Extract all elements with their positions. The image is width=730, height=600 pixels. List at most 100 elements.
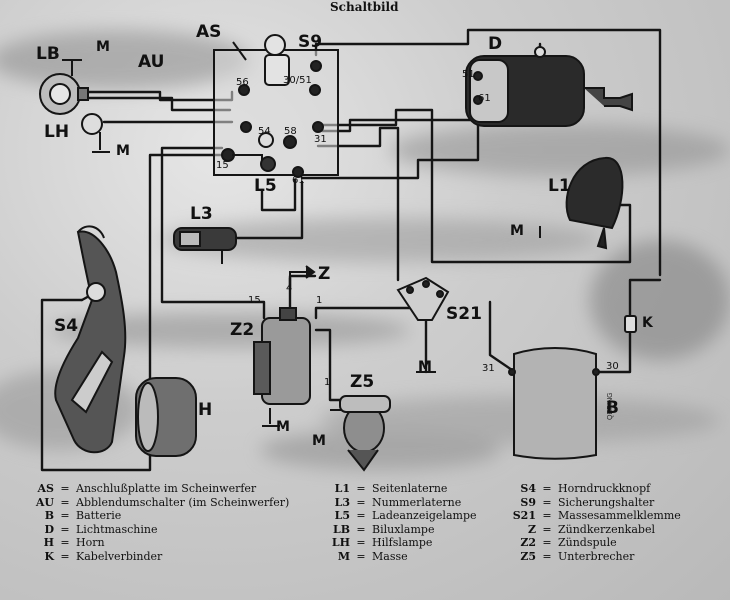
terminal-1-z2: 1 xyxy=(316,295,323,306)
legend-text: Sicherungshalter xyxy=(558,495,655,509)
side-lamp-l1 xyxy=(539,156,624,250)
label-as: AS xyxy=(196,22,222,42)
terminal-1-z5: 1 xyxy=(324,377,331,388)
legend-code: B xyxy=(44,509,54,523)
legend-column-1: AS=Anschlußplatte im Scheinwerfer AU=Abb… xyxy=(28,482,289,563)
legend-text: Horndruckknopf xyxy=(558,482,651,496)
terminal-56: 56 xyxy=(236,77,249,88)
legend-item: S9=Sicherungshalter xyxy=(506,496,681,510)
auxiliary-lamp-lh xyxy=(81,113,110,153)
legend-code: S9 xyxy=(520,495,536,509)
label-l3: L3 xyxy=(190,204,213,224)
terminal-31-as: 31 xyxy=(314,134,327,145)
diagram-title: Schaltbild xyxy=(330,0,399,14)
legend-text: Horn xyxy=(76,536,105,550)
legend-item: K=Kabelverbinder xyxy=(28,550,289,564)
legend-item: LB=Biluxlampe xyxy=(324,523,477,537)
legend-text: Anschlußplatte im Scheinwerfer xyxy=(76,482,257,496)
legend-item: S21=Massesammelklemme xyxy=(506,509,681,523)
legend-code: M xyxy=(337,549,350,563)
legend-code: AS xyxy=(37,482,54,496)
legend-item: L5=Ladeanzeigelampe xyxy=(324,509,477,523)
label-l1-mass: M xyxy=(510,223,524,239)
wire-z2-to-z5 xyxy=(314,328,344,402)
legend-text: Unterbrecher xyxy=(558,549,635,563)
legend-text: Seitenlaterne xyxy=(372,482,448,496)
legend-code: AU xyxy=(35,495,54,509)
terminal-61-as: 61 xyxy=(292,175,305,186)
legend-text: Kabelverbinder xyxy=(76,549,163,563)
label-lh-mass: M xyxy=(116,143,130,159)
legend-item: L3=Nummerlaterne xyxy=(324,496,477,510)
label-lb-mass: M xyxy=(96,39,110,55)
terminal-31-battery: 31 xyxy=(482,363,495,374)
horn-h xyxy=(135,377,197,457)
number-lamp-l3 xyxy=(173,227,237,264)
wire-as58-to-l1 xyxy=(316,108,632,264)
label-l5: L5 xyxy=(254,176,277,196)
wire-k-to-generator xyxy=(628,278,662,320)
legend-code: S21 xyxy=(512,509,536,523)
label-l1: L1 xyxy=(548,176,571,196)
terminal-30-battery: 30 xyxy=(606,361,619,372)
legend-text: Batterie xyxy=(76,509,122,523)
label-s21: S21 xyxy=(446,304,482,324)
wire-as31-to-s21 xyxy=(316,126,400,282)
fuse-holder-s9 xyxy=(264,34,322,86)
label-h: H xyxy=(198,400,213,420)
legend-item: Z2=Zündspule xyxy=(506,536,681,550)
label-lb: LB xyxy=(36,44,60,64)
terminal-61-d: 61 xyxy=(478,93,491,104)
label-z2-mass: M xyxy=(276,419,290,435)
legend-item: AS=Anschlußplatte im Scheinwerfer xyxy=(28,482,289,496)
legend-text: Lichtmaschine xyxy=(76,522,158,536)
wire-l3 xyxy=(234,180,304,240)
label-s9: S9 xyxy=(298,32,323,52)
legend-item: L1=Seitenlaterne xyxy=(324,482,477,496)
wire-s9-to-d xyxy=(314,28,662,277)
label-d: D xyxy=(488,34,503,54)
ground-collector-s21 xyxy=(396,276,450,373)
cable-connector-k xyxy=(624,315,637,333)
legend-code: H xyxy=(43,536,54,550)
terminal-15-as: 15 xyxy=(216,160,229,171)
legend-code: D xyxy=(44,522,54,536)
legend: AS=Anschlußplatte im Scheinwerfer AU=Abb… xyxy=(28,482,718,594)
legend-item: B=Batterie xyxy=(28,509,289,523)
legend-code: LB xyxy=(332,522,350,536)
legend-column-2: L1=Seitenlaterne L3=Nummerlaterne L5=Lad… xyxy=(324,482,477,563)
maker-mark-text: QERING xyxy=(607,392,614,420)
wires xyxy=(40,28,662,472)
label-z5-mass: M xyxy=(312,433,326,449)
legend-text: Zündspule xyxy=(558,536,617,550)
legend-item: Z=Zündkerzenkabel xyxy=(506,523,681,537)
wire-as15-to-z2 xyxy=(160,146,266,320)
label-b: B xyxy=(606,398,619,418)
label-k: K xyxy=(642,315,653,331)
horn-button-s4 xyxy=(54,225,127,454)
wire-z-lead xyxy=(288,274,317,290)
generator-d xyxy=(465,46,633,127)
legend-code: L1 xyxy=(334,482,350,496)
terminal-30-51: 30/51 xyxy=(283,75,312,86)
terminal-54: 54 xyxy=(258,126,271,137)
legend-item: LH=Hilfslampe xyxy=(324,536,477,550)
legend-code: L3 xyxy=(334,495,350,509)
wire-l5-down xyxy=(260,178,297,212)
terminal-4-z2: 4 xyxy=(286,283,293,294)
terminal-58: 58 xyxy=(284,126,297,137)
legend-item: Z5=Unterbrecher xyxy=(506,550,681,564)
legend-text: Masse xyxy=(372,549,408,563)
breaker-z5 xyxy=(330,395,391,472)
label-au: AU xyxy=(138,52,165,72)
connection-plate-as xyxy=(213,41,339,178)
terminal-15-z2: 15 xyxy=(248,295,261,306)
label-s21-mass: M xyxy=(418,359,432,375)
legend-item: H=Horn xyxy=(28,536,289,550)
legend-code: LH xyxy=(331,536,350,550)
legend-code: S4 xyxy=(520,482,536,496)
legend-code: K xyxy=(44,549,54,563)
label-z5: Z5 xyxy=(350,372,375,392)
